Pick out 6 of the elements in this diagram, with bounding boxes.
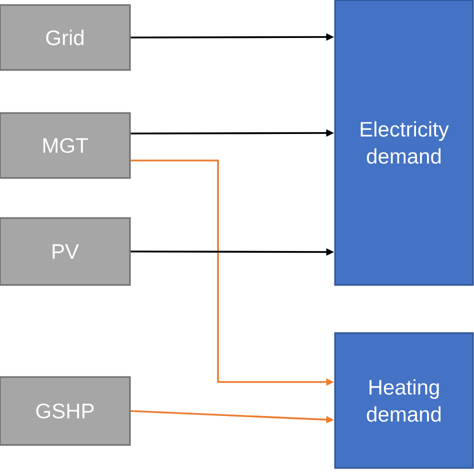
source-box: MGT (0, 112, 131, 179)
source-box: Grid (0, 4, 131, 71)
source-box: GSHP (0, 376, 131, 446)
demand-box: Heating demand (334, 332, 474, 469)
demand-box: Electricity demand (334, 0, 474, 286)
source-box: PV (0, 217, 131, 286)
